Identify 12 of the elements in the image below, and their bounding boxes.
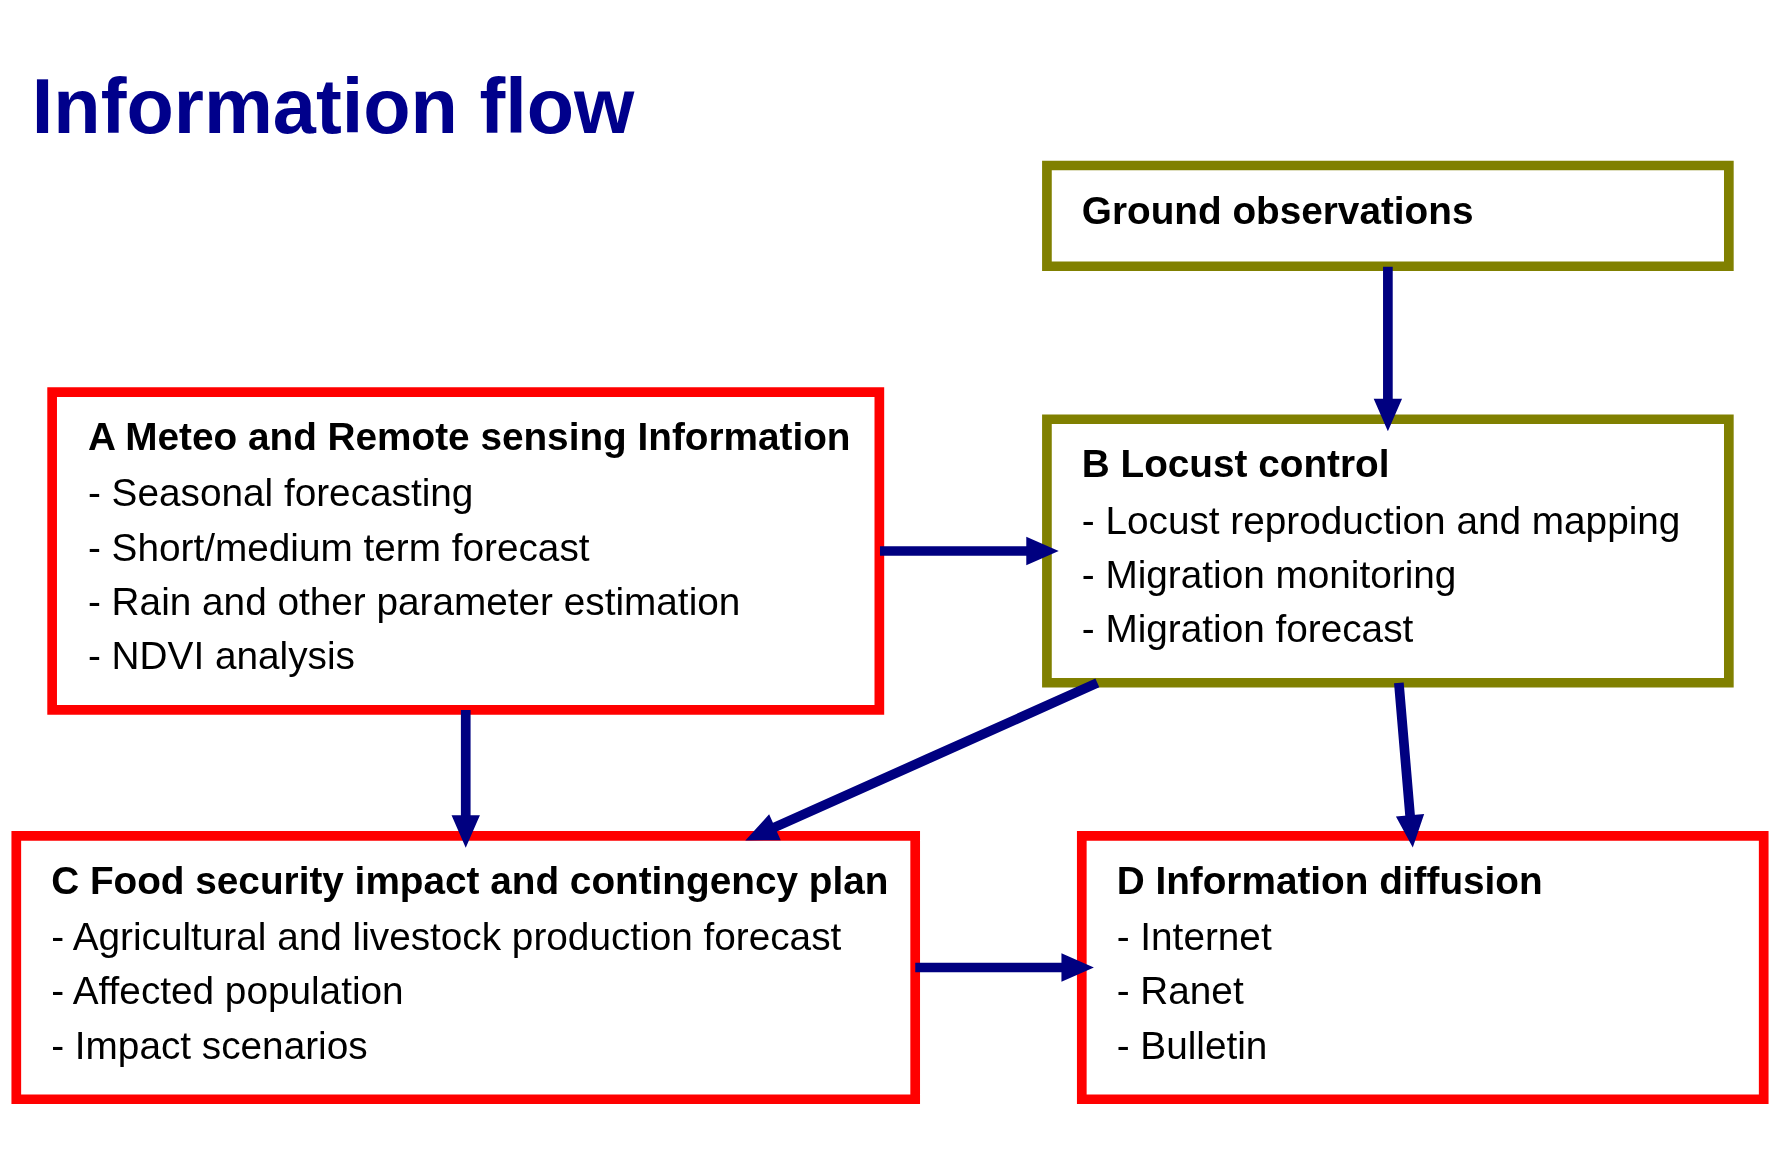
arrow (1394, 682, 1425, 848)
diagram-title: Information flow (31, 62, 635, 149)
node-box: C Food security impact and contingency plan - Agricultural and livestock production forecast - Affected population - Impact scenarios (11, 830, 921, 1105)
node-box: B Locust control - Locust reproduction and mapping - Migration monitoring - Migration forecast (1042, 414, 1734, 688)
node-box: Ground observations (1042, 160, 1734, 272)
arrow (915, 953, 1094, 982)
node-box: D Information diffusion - Internet - Ranet - Bulletin (1076, 830, 1769, 1105)
arrow (1373, 266, 1403, 432)
arrow (745, 678, 1100, 841)
node-box: A Meteo and Remote sensing Information - Seasonal forecasting - Short/medium term forecast - Rain and other parameter estimation - NDVI analysis (47, 387, 885, 715)
arrow (451, 710, 480, 848)
arrow (880, 536, 1059, 566)
